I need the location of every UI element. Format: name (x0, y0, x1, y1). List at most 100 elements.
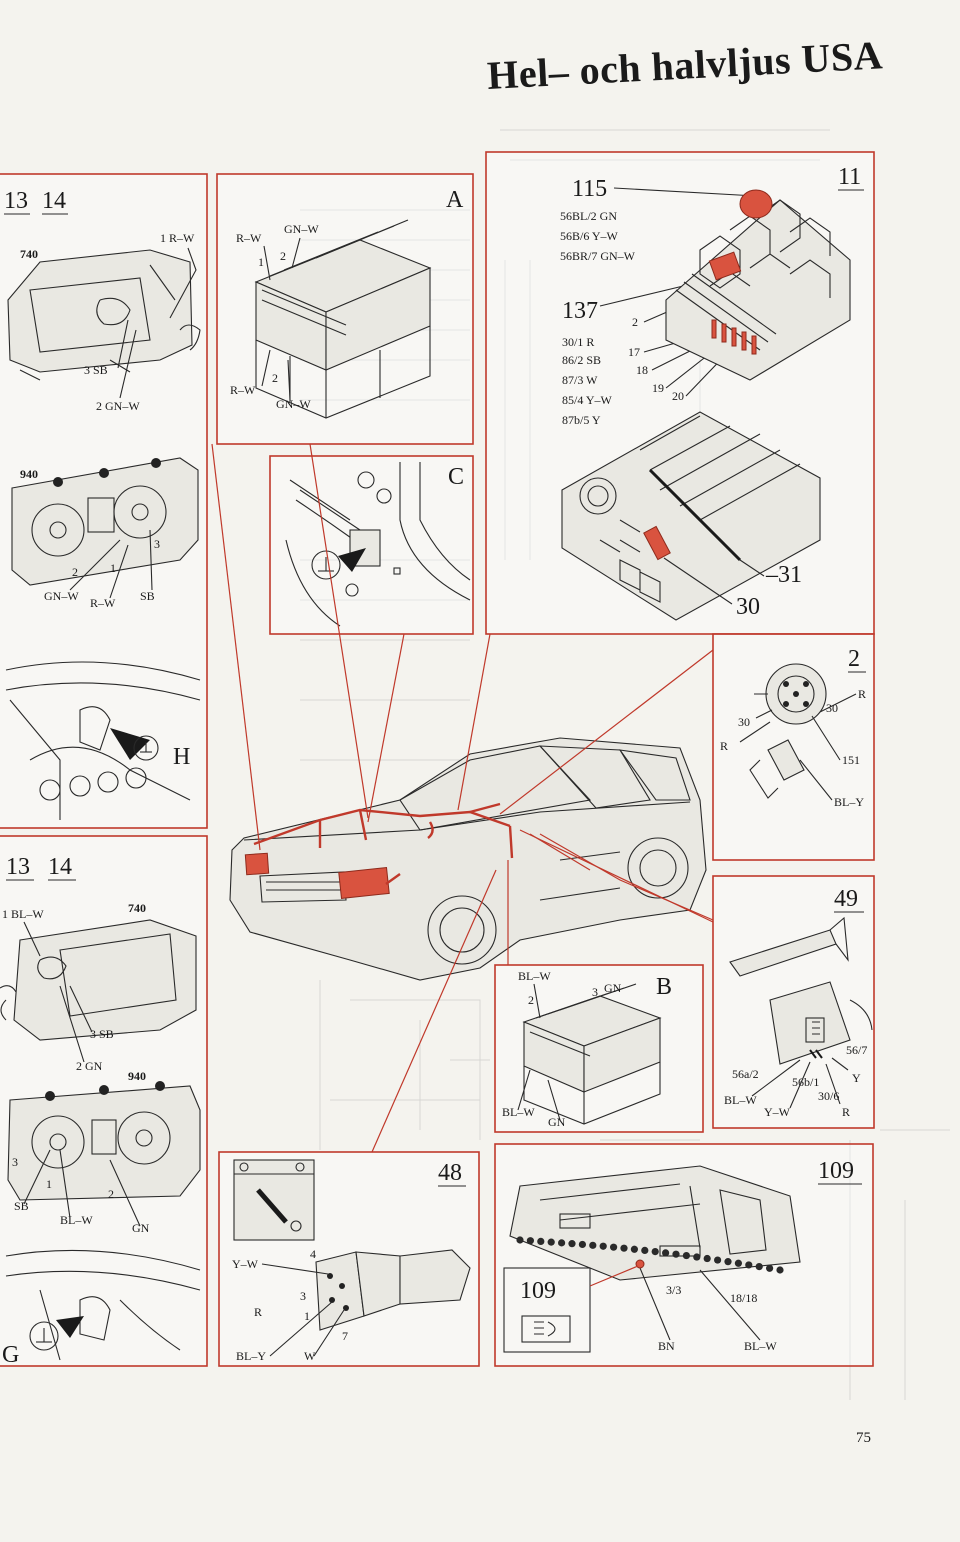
cluster-pin (662, 1249, 670, 1257)
panel-combination-switch: 49 56/7 56a/2 Y 56b/1 BL–W 30/6 Y–W R (712, 875, 875, 1129)
cluster-pin (651, 1248, 659, 1256)
cluster-pin (537, 1237, 545, 1246)
cluster-pin (745, 1261, 753, 1269)
relay2-wire-4: 85/4 Y–W (562, 393, 613, 407)
engine-bay-lower-drawing (5, 1249, 201, 1361)
pin-label-4: 4 (310, 1247, 316, 1261)
wire-label-gn-b2: GN (548, 1115, 566, 1129)
connector-a-drawing (254, 219, 432, 419)
cluster-pin (630, 1245, 639, 1253)
component-id-14b: 14 (48, 854, 72, 880)
relay-pin-20: 20 (672, 389, 684, 403)
relay-id-137: 137 (562, 298, 598, 324)
wire-label-2gn: 2 GN (76, 1059, 103, 1073)
cluster-pin (578, 1240, 587, 1249)
cluster-pin (734, 1259, 743, 1267)
ground-point-h: H (173, 744, 190, 770)
wire-label-1blw: 1 BL–W (2, 907, 44, 921)
wire-label-gnw-top: GN–W (284, 222, 319, 236)
relay-id-115: 115 (572, 176, 607, 202)
pin-label-1: 1 (110, 561, 116, 575)
wire-label-rw-top: R–W (236, 231, 262, 245)
cluster-pin (703, 1254, 711, 1263)
wire-label-r: R (254, 1305, 262, 1319)
wire-label-gn-b1: GN (604, 981, 622, 995)
cluster-pin (547, 1238, 555, 1246)
terminal-label-r: R (842, 1105, 850, 1119)
relay2-wire-1: 30/1 R (562, 335, 594, 349)
panel-letter-c: C (448, 464, 464, 490)
leader-lines (211, 443, 714, 1153)
wire-label-blw-b2: BL–W (502, 1105, 535, 1119)
relay-wire-2: 56B/6 Y–W (560, 229, 619, 243)
cluster-pin (672, 1250, 680, 1258)
light-switch-drawing (233, 1159, 471, 1331)
relay2-wire-5: 87b/5 Y (562, 413, 601, 427)
terminal-label-56b-1: 56b/1 (792, 1075, 819, 1089)
cluster-pin (714, 1256, 722, 1264)
background-schematic (300, 129, 950, 1400)
panel-instrument-cluster: 109 109 3/3 18/18 BN BL–W (494, 1143, 874, 1367)
car-illustration (229, 737, 707, 981)
panel-headlight-lower: 13 14 740 1 BL–W 3 SB 2 GN 940 3 (0, 835, 208, 1368)
wire-label-2gnw: 2 GN–W (96, 399, 140, 413)
pin-label-3: 3 (300, 1289, 306, 1303)
cluster-pin (589, 1241, 597, 1249)
connector-b-drawing (522, 983, 662, 1125)
relay2-wire-3: 87/3 W (562, 373, 598, 387)
combination-switch-drawing (729, 916, 873, 1065)
panel-connector-a: A R–W GN–W 1 2 R–W 2 GN–W (216, 173, 474, 445)
model-label-740: 740 (20, 247, 38, 261)
wire-label-rw-bottom: R–W (230, 383, 256, 397)
relay-pin-17: 17 (628, 345, 640, 359)
wire-label-blw-b: BL–W (60, 1213, 93, 1227)
model-label-940: 940 (20, 467, 38, 481)
cluster-pin (620, 1244, 628, 1252)
cluster-pin (755, 1263, 763, 1271)
fuse-label-30: 30 (736, 594, 760, 620)
cluster-pin (682, 1251, 691, 1260)
cluster-pin (526, 1237, 535, 1245)
terminal-label-blw: BL–W (724, 1093, 757, 1107)
terminal-label-yw: Y–W (764, 1105, 791, 1119)
panel-ground-c: C (269, 455, 474, 635)
headlight-740b-drawing (0, 919, 197, 1041)
component-id-109: 109 (818, 1158, 854, 1184)
pin-label-b2: 2 (528, 993, 534, 1007)
pin-label-18-18: 18/18 (730, 1291, 757, 1305)
pin-label-a2b: 2 (272, 371, 278, 385)
pin-label-3: 3 (154, 537, 160, 551)
wire-label-gnw-bottom: GN–W (276, 397, 311, 411)
wire-label-blw: BL–W (744, 1339, 777, 1353)
pin-label-a1: 1 (258, 255, 264, 269)
wire-label-bly: BL–Y (236, 1349, 266, 1363)
wire-label-1rw: 1 R–W (160, 231, 195, 245)
relay-wire-3: 56BR/7 GN–W (560, 249, 636, 263)
component-id-48: 48 (438, 1160, 462, 1186)
wire-label-w: W (304, 1349, 316, 1363)
terminal-label-r: R (858, 687, 866, 701)
component-id-49: 49 (834, 886, 858, 912)
inset-id-109: 109 (520, 1278, 556, 1304)
wire-label-blw-b1: BL–W (518, 969, 551, 983)
panel-connector-b: B BL–W 2 3 GN BL–W GN (494, 964, 704, 1133)
terminal-label-151: 151 (842, 753, 860, 767)
cluster-pin (641, 1246, 649, 1255)
cluster-pin (766, 1264, 774, 1272)
cluster-pin (558, 1239, 566, 1247)
relay-block-drawing (665, 189, 851, 381)
relay-pin-2: 2 (632, 315, 638, 329)
relay2-wire-2: 86/2 SB (562, 353, 601, 367)
model-label-740b: 740 (128, 901, 146, 915)
wire-label-sb: SB (140, 589, 155, 603)
wire-label-yw: Y–W (232, 1257, 259, 1271)
terminal-label-56-7: 56/7 (846, 1043, 867, 1057)
component-id-11: 11 (838, 164, 861, 190)
component-id-13b: 13 (6, 854, 30, 880)
wire-label-rw: R–W (90, 596, 116, 610)
panel-headlight-upper: 13 14 740 1 R–W 3 SB 2 GN–W 940 (0, 173, 208, 829)
component-id-2: 2 (848, 646, 860, 672)
page-number: 75 (856, 1430, 871, 1446)
relay-pin-18: 18 (636, 363, 648, 377)
